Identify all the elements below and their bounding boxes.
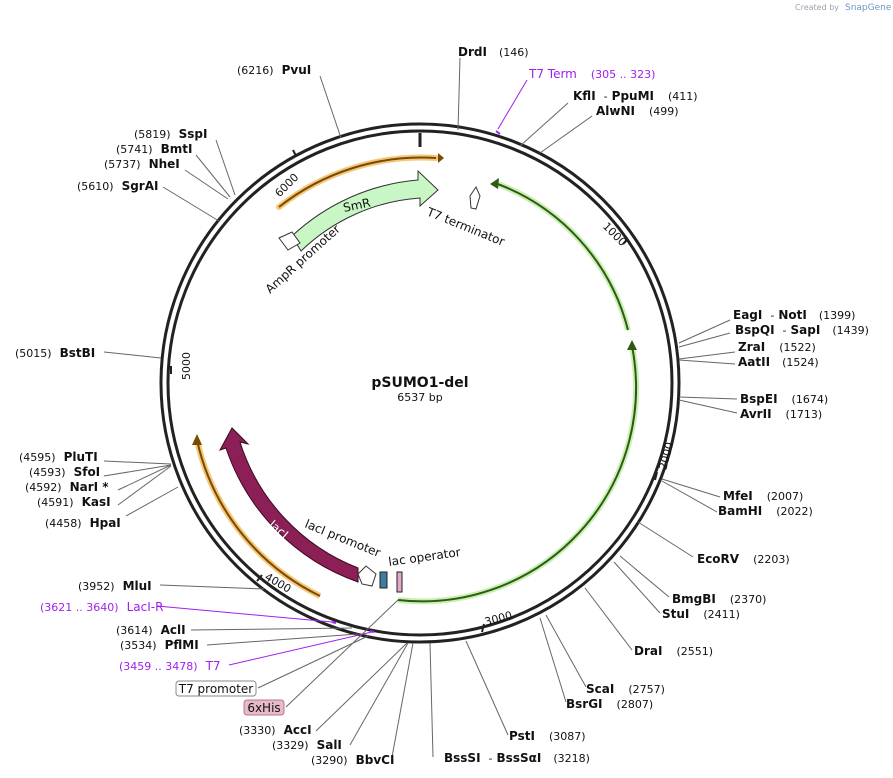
laci-promoter-arrow[interactable] [357, 565, 377, 587]
tick-mark-1000 [622, 239, 628, 245]
backbone-outer [159, 122, 681, 644]
site-pflmi[interactable]: (3534)PflMI [120, 638, 199, 652]
site-kasi[interactable]: (4591)KasI [37, 495, 111, 509]
site-bsrgi[interactable]: BsrGI(2807) [566, 697, 653, 711]
site-hpai[interactable]: (4458)HpaI [45, 516, 121, 530]
watermark-brand: SnapGene [845, 3, 892, 13]
tick-mark-4000 [256, 574, 263, 582]
site-pluti[interactable]: (4595)PluTI [19, 450, 98, 464]
orange-arc-left-head [192, 434, 202, 445]
watermark-created-by: Created by [795, 3, 839, 12]
ampr-promoter-arrow[interactable] [278, 231, 301, 251]
tick-label-5000: 5000 [180, 352, 193, 380]
green-arc-top-head [490, 178, 499, 189]
site-psti[interactable]: PstI(3087) [509, 729, 586, 743]
site-mlui[interactable]: (3952)MluI [78, 579, 152, 593]
tick-mark-3000 [481, 623, 485, 633]
backbone-inner [166, 129, 674, 637]
t7term-primer-mark [495, 130, 501, 135]
site-acli[interactable]: (3614)AclI [116, 623, 186, 637]
site-bmgbi[interactable]: BmgBI(2370) [672, 592, 766, 606]
site-bamhi[interactable]: BamHI(2022) [718, 504, 813, 518]
green-arc-bottom [397, 345, 637, 603]
origin-arc [278, 156, 437, 208]
t7-terminator-label: T7 terminator [424, 204, 507, 248]
tick-mark-6000 [292, 149, 297, 157]
site-nhei[interactable]: (5737)NheI [104, 157, 180, 171]
t7-promoter-label: T7 promoter [178, 682, 254, 696]
orange-arc-left-glow [194, 439, 322, 599]
site-nari[interactable]: (4592)NarI * [25, 480, 109, 494]
site-drdi[interactable]: DrdI(146) [458, 45, 529, 59]
smr-label: SmR [342, 196, 372, 215]
origin-arc-head [438, 153, 444, 163]
site-t7term[interactable]: T7 Term(305 .. 323) [528, 67, 655, 81]
smr-arrow[interactable] [291, 169, 439, 252]
site-acci[interactable]: (3330)AccI [239, 723, 312, 737]
site-avrii[interactable]: AvrII(1713) [740, 407, 822, 421]
site-sspi[interactable]: (5819)SspI [134, 127, 207, 141]
lacir-primer-mark [331, 621, 337, 624]
site-zrai[interactable]: ZraI(1522) [738, 340, 816, 354]
lac-operator-box[interactable] [396, 571, 403, 593]
site-pvui[interactable]: (6216)PvuI [237, 63, 311, 77]
his6-box[interactable] [243, 699, 285, 716]
site-scai[interactable]: ScaI(2757) [586, 682, 665, 696]
site-ecorv[interactable]: EcoRV(2203) [697, 552, 790, 566]
green-arc-top [494, 182, 629, 331]
site-bsssi-bsssai[interactable]: BssSI-BssSαI(3218) [444, 751, 590, 765]
site-aatii[interactable]: AatII(1524) [738, 355, 819, 369]
rbs-box[interactable] [379, 571, 388, 589]
site-bspei[interactable]: BspEI(1674) [740, 392, 828, 406]
site-bbvci[interactable]: (3290)BbvCI [311, 753, 394, 767]
site-kfli-ppumi[interactable]: KflI-PpuMI(411) [573, 89, 698, 103]
site-sgrai[interactable]: (5610)SgrAI [77, 179, 158, 193]
his6-label: 6xHis [247, 701, 280, 715]
site-alwni[interactable]: AlwNI(499) [596, 104, 679, 118]
lac-operator-label: lac operator [387, 545, 461, 569]
tick-label-2000: 2000 [656, 441, 676, 471]
site-bmti[interactable]: (5741)BmtI [116, 142, 192, 156]
site-bstbi[interactable]: (5015)BstBI [15, 346, 95, 360]
site-bspqi-sapi[interactable]: BspQI-SapI(1439) [735, 323, 869, 337]
site-mfei[interactable]: MfeI(2007) [723, 489, 803, 503]
tick-mark-2000 [654, 471, 658, 481]
orange-arc-left [196, 439, 321, 597]
t7-promoter-box[interactable] [175, 680, 257, 697]
site-t7[interactable]: (3459 .. 3478)T7 [119, 659, 221, 673]
site-stui[interactable]: StuI(2411) [662, 607, 740, 621]
t7-primer-mark [369, 630, 375, 633]
site-lacir[interactable]: (3621 .. 3640)LacI-R [40, 600, 163, 614]
plasmid-name: pSUMO1-del [371, 375, 468, 391]
site-sali[interactable]: (3329)SalI [272, 738, 342, 752]
site-drai[interactable]: DraI(2551) [634, 644, 713, 658]
green-arc-bottom-head [627, 340, 637, 350]
leader-lines [103, 57, 738, 758]
site-sfoi[interactable]: (4593)SfoI [29, 465, 100, 479]
laci-arrow[interactable] [218, 427, 359, 583]
plasmid-length: 6537 bp [397, 391, 442, 404]
t7-terminator-arrow[interactable] [469, 185, 481, 210]
site-eagi-noti[interactable]: EagI-NotI(1399) [733, 308, 855, 322]
